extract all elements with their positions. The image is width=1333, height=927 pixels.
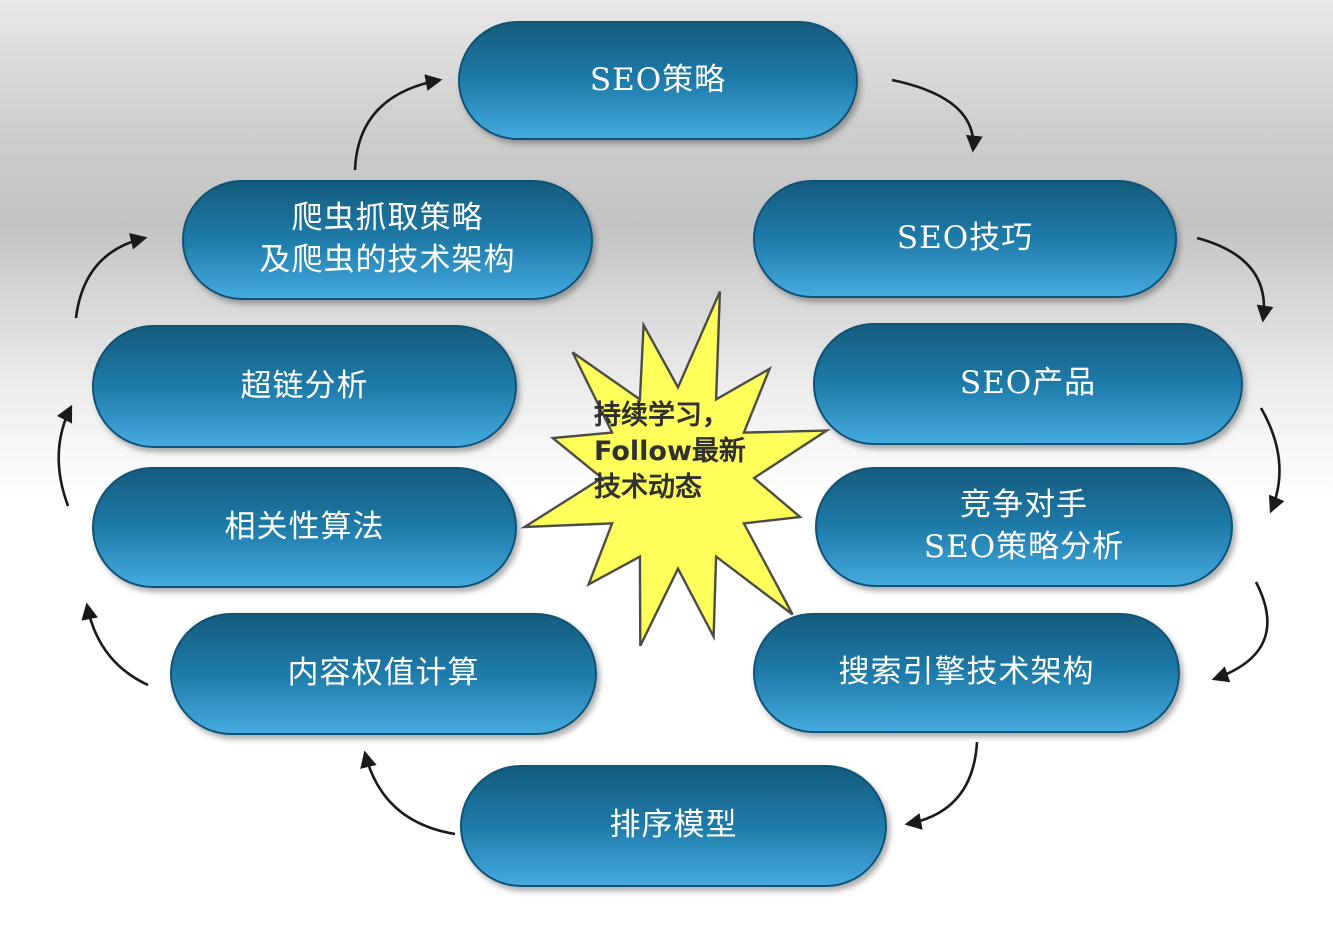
arrow-hyperlink-to-crawler — [74, 232, 148, 319]
node-search-architecture-label: 搜索引擎技术架构 — [838, 654, 1095, 691]
arrow-seo-strategy-to-seo-tactics — [891, 78, 983, 153]
node-seo-tactics-label: SEO技巧 — [896, 220, 1034, 257]
center-burst-text: 持续学习， Follow最新 技术动态 — [594, 400, 746, 503]
arrow-relevance-to-hyperlink — [56, 404, 73, 507]
arrow-seo-tactics-to-seo-products — [1196, 236, 1274, 323]
node-crawler-label: 爬虫抓取策略 及爬虫的技术架构 — [259, 200, 516, 278]
node-relevance-label: 相关性算法 — [224, 508, 385, 545]
node-hyperlink-analysis: 超链分析 — [92, 325, 517, 448]
center-burst-shape — [520, 291, 831, 647]
arrow-crawler-to-seo-strategy — [353, 74, 443, 171]
arrow-ranking-model-to-content-weight — [360, 750, 456, 836]
node-content-weight-calculation: 内容权值计算 — [170, 613, 597, 735]
node-seo-strategy: SEO策略 — [458, 21, 858, 140]
node-competitor-label: 竞争对手 SEO策略分析 — [923, 487, 1125, 565]
arrow-seo-products-to-competitor — [1259, 407, 1285, 514]
node-relevance-algorithm: 相关性算法 — [92, 467, 517, 588]
node-content-weight-label: 内容权值计算 — [287, 655, 480, 692]
arrow-content-weight-to-relevance — [81, 602, 149, 687]
node-seo-strategy-label: SEO策略 — [589, 61, 727, 98]
node-search-engine-tech-architecture: 搜索引擎技术架构 — [753, 613, 1180, 733]
node-crawler-strategy-and-architecture: 爬虫抓取策略 及爬虫的技术架构 — [182, 180, 593, 300]
node-ranking-model-label: 排序模型 — [609, 807, 738, 844]
node-seo-products: SEO产品 — [813, 323, 1243, 445]
arrow-search-architecture-to-ranking-model — [904, 741, 979, 830]
node-hyperlink-label: 超链分析 — [240, 367, 369, 404]
node-ranking-model: 排序模型 — [460, 765, 887, 887]
node-competitor-seo-strategy-analysis: 竞争对手 SEO策略分析 — [815, 467, 1233, 587]
node-seo-tactics: SEO技巧 — [753, 180, 1177, 298]
arrow-competitor-to-search-architecture — [1211, 581, 1269, 683]
node-seo-products-label: SEO产品 — [959, 365, 1097, 402]
